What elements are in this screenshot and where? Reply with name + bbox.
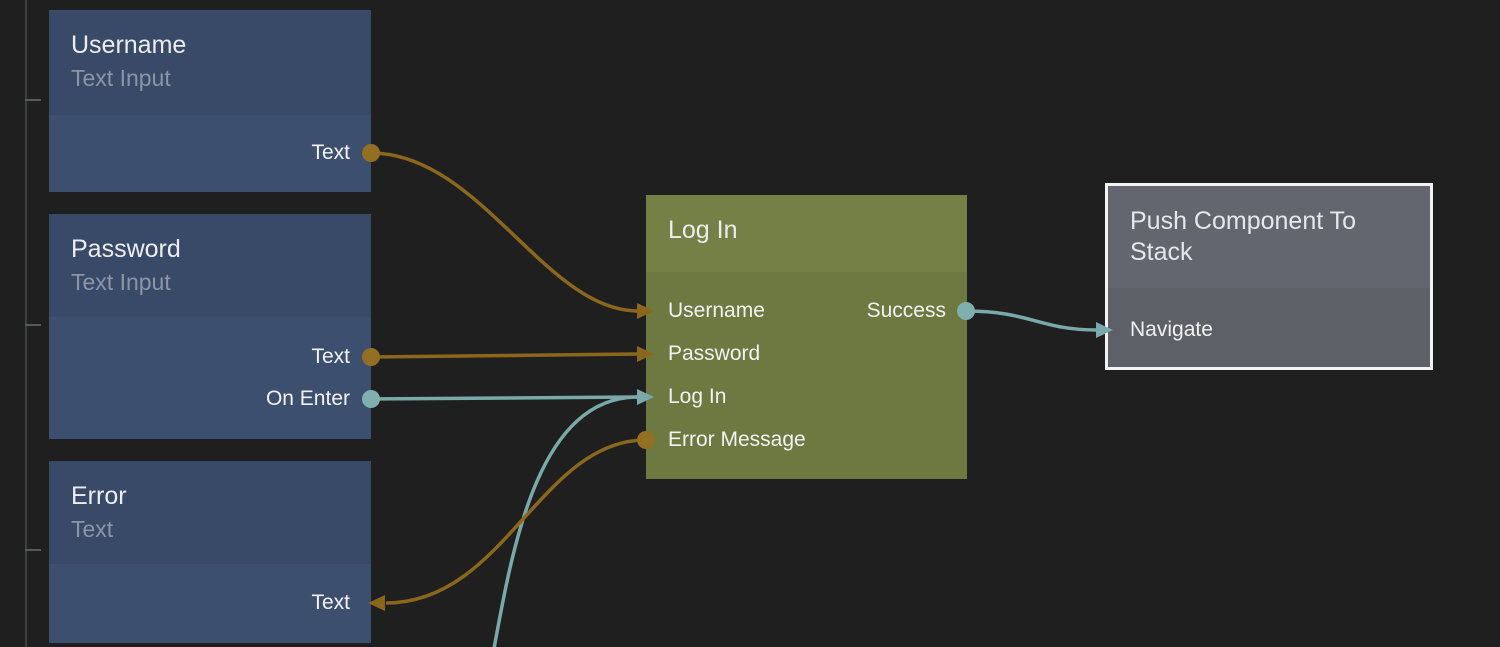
node-username[interactable]: Username Text Input Text bbox=[49, 10, 371, 192]
node-header: Log In bbox=[646, 195, 967, 272]
wire-username-text-to-login-username[interactable] bbox=[370, 151, 639, 313]
node-type-label: Text bbox=[71, 516, 114, 542]
wire-password-on-enter-to-login-login[interactable] bbox=[370, 395, 639, 401]
node-title: Push Component To Stack bbox=[1130, 207, 1357, 266]
node-body: Text bbox=[49, 115, 371, 192]
node-body: Username Success Password Log In Error M… bbox=[646, 272, 967, 479]
node-title: Log In bbox=[668, 216, 738, 244]
canvas-edge-line bbox=[25, 0, 27, 647]
node-body: Navigate bbox=[1108, 288, 1430, 367]
port-label: Error Message bbox=[668, 428, 806, 451]
node-body: Text bbox=[49, 564, 371, 643]
port-password-text-output[interactable]: Text bbox=[50, 345, 371, 369]
port-label: Text bbox=[311, 345, 350, 368]
port-error-text-input[interactable]: Text bbox=[50, 591, 371, 615]
port-label: Text bbox=[311, 141, 350, 164]
port-login-login-input[interactable]: Log In bbox=[646, 385, 868, 409]
node-title: Password bbox=[71, 235, 181, 263]
node-title: Error bbox=[71, 482, 127, 510]
node-header: Username Text Input bbox=[49, 10, 371, 115]
canvas-edge-tick bbox=[25, 99, 41, 101]
port-label: Navigate bbox=[1130, 318, 1213, 341]
node-header: Error Text bbox=[49, 461, 371, 564]
port-label: On Enter bbox=[265, 387, 350, 410]
wire-password-text-to-login-password[interactable] bbox=[370, 352, 639, 359]
node-type-label: Text Input bbox=[71, 65, 171, 91]
wire-offscreen-to-login-login[interactable] bbox=[490, 395, 639, 647]
canvas-edge-tick bbox=[25, 324, 41, 326]
canvas-edge-tick bbox=[25, 549, 41, 551]
node-body: Text On Enter bbox=[49, 317, 371, 439]
node-push-component-to-stack[interactable]: Push Component To Stack Navigate bbox=[1105, 183, 1433, 370]
node-header: Push Component To Stack bbox=[1108, 186, 1430, 288]
port-username-text-output[interactable]: Text bbox=[50, 141, 371, 165]
port-login-error-message-output[interactable]: Error Message bbox=[646, 428, 908, 452]
port-label: Text bbox=[311, 591, 350, 614]
port-push-navigate-input[interactable]: Navigate bbox=[1108, 318, 1330, 342]
wire-login-error-message-to-error-text[interactable] bbox=[385, 438, 647, 605]
node-login[interactable]: Log In Username Success Password Log In … bbox=[646, 195, 967, 479]
port-password-on-enter-output[interactable]: On Enter bbox=[50, 387, 371, 411]
node-error[interactable]: Error Text Text bbox=[49, 461, 371, 643]
node-password[interactable]: Password Text Input Text On Enter bbox=[49, 214, 371, 439]
port-label: Username bbox=[668, 299, 765, 322]
port-label: Log In bbox=[668, 385, 727, 408]
port-login-success-output[interactable]: Success bbox=[826, 299, 967, 323]
node-type-label: Text Input bbox=[71, 269, 171, 295]
node-header: Password Text Input bbox=[49, 214, 371, 317]
wire-login-success-to-push-navigate[interactable] bbox=[965, 309, 1098, 332]
port-label: Password bbox=[668, 342, 761, 365]
node-title: Username bbox=[71, 31, 187, 59]
port-login-username-input[interactable]: Username bbox=[646, 299, 868, 323]
port-login-password-input[interactable]: Password bbox=[646, 342, 868, 366]
port-label: Success bbox=[866, 299, 946, 322]
